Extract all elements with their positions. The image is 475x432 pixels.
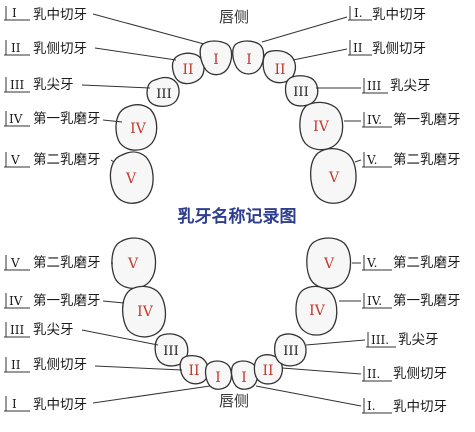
upper-tooth-iii-left-num: III: [156, 87, 171, 102]
lower-tooth-i-left-num: I: [215, 370, 221, 386]
lower-tooth-iii-right-num: III: [283, 344, 298, 359]
upper-tooth-iii-right-num: III: [293, 85, 308, 100]
ul-num-5: V: [10, 153, 20, 167]
lr-name-3: 乳尖牙: [398, 332, 439, 348]
upper-tooth-v-right: V: [309, 147, 357, 204]
lower-arch: V IV III II I I II III: [111, 237, 352, 390]
upper-tooth-ii-right: II: [262, 49, 297, 84]
ur-name-2: 乳侧切牙: [372, 41, 426, 57]
lower-tooth-iv-right-num: IV: [309, 303, 326, 319]
lower-tooth-v-left: V: [111, 237, 157, 290]
upper-tooth-v-left: V: [109, 151, 154, 204]
upper-tooth-ii-right-num: II: [274, 62, 285, 78]
lower-tooth-iv-left: IV: [121, 285, 167, 338]
upper-tooth-iii-right: III: [284, 75, 319, 107]
labels-upper-left: I 乳中切牙 II 乳侧切牙 III 乳尖牙 IV 第一乳磨牙 V 第二乳磨牙: [4, 6, 205, 168]
center-title: 乳牙名称记录图: [178, 206, 297, 227]
upper-tooth-i-right-num: I: [246, 52, 252, 68]
ll-name-1: 第二乳磨牙: [33, 254, 101, 271]
lower-tooth-i-right-num: I: [241, 370, 247, 386]
labels-lower-left: V 第二乳磨牙 IV 第一乳磨牙 III 乳尖牙 II 乳侧切牙 I 乳中切牙: [4, 254, 211, 413]
lower-tooth-ii-right: II: [253, 354, 283, 385]
lr-name-2: 第一乳磨牙: [393, 292, 461, 309]
lower-tooth-v-left-num: V: [127, 256, 139, 272]
lr-num-5: I.: [367, 399, 376, 413]
upper-tooth-ii-left: II: [171, 52, 205, 85]
lower-tooth-iv-left-num: IV: [137, 304, 154, 320]
ll-num-2: IV: [9, 294, 23, 308]
ul-name-5: 第二乳磨牙: [33, 151, 101, 168]
ur-num-2: II: [353, 41, 363, 55]
labels-lower-right: V. 第二乳磨牙 IV. 第一乳磨牙 III. 乳尖牙 II. 乳侧切牙 I. …: [255, 254, 461, 415]
ul-num-3: III: [10, 78, 24, 92]
ur-name-3: 乳尖牙: [390, 78, 431, 94]
lr-num-3: III.: [371, 333, 389, 347]
upper-tooth-iv-right-num: IV: [313, 119, 330, 135]
lr-name-5: 乳中切牙: [393, 399, 447, 415]
ur-num-1: I.: [354, 6, 363, 20]
lower-tooth-i-left: I: [204, 360, 233, 390]
lip-label-top: 唇侧: [219, 8, 249, 26]
ul-name-1: 乳中切牙: [33, 7, 87, 23]
lower-tooth-ii-right-num: II: [262, 363, 273, 379]
lr-name-1: 第二乳磨牙: [393, 254, 461, 271]
upper-tooth-i-left: I: [199, 40, 233, 76]
ul-num-2: II: [11, 41, 21, 55]
upper-tooth-iv-right: IV: [299, 101, 344, 151]
upper-tooth-v-left-num: V: [125, 171, 137, 187]
ur-num-4: IV.: [367, 113, 382, 127]
ur-num-5: V.: [366, 153, 377, 167]
ul-name-3: 乳尖牙: [33, 77, 74, 93]
upper-tooth-iv-left-num: IV: [130, 121, 147, 137]
lip-label-bottom: 唇侧: [219, 392, 249, 410]
upper-tooth-i-right: I: [232, 40, 265, 75]
upper-tooth-iv-left: IV: [115, 104, 158, 151]
ll-num-4: II: [11, 358, 21, 372]
ur-name-4: 第一乳磨牙: [393, 111, 461, 128]
upper-arch: V IV III II I I II III: [109, 40, 357, 204]
ul-name-2: 乳侧切牙: [33, 41, 87, 57]
ll-num-3: III: [10, 323, 24, 337]
lower-tooth-iii-left-num: III: [163, 344, 178, 359]
ll-name-2: 第一乳磨牙: [33, 292, 101, 309]
labels-upper-right: I. 乳中切牙 II 乳侧切牙 III 乳尖牙 IV. 第一乳磨牙 V. 第二乳…: [261, 6, 461, 168]
lower-tooth-v-right-num: V: [323, 256, 335, 272]
lr-name-4: 乳侧切牙: [393, 366, 447, 382]
ur-num-3: III: [367, 79, 381, 93]
upper-tooth-iii-left: III: [146, 76, 180, 108]
ll-name-3: 乳尖牙: [33, 322, 74, 338]
ll-num-5: I: [12, 397, 17, 411]
ur-name-1: 乳中切牙: [372, 7, 426, 23]
ur-name-5: 第二乳磨牙: [393, 151, 461, 168]
upper-tooth-ii-left-num: II: [182, 62, 193, 78]
ul-num-1: I: [12, 6, 17, 20]
lower-tooth-ii-left-num: II: [188, 363, 199, 379]
lower-tooth-ii-left: II: [179, 354, 209, 385]
lower-tooth-iv-right: IV: [295, 285, 338, 336]
ll-name-5: 乳中切牙: [33, 397, 87, 413]
lower-tooth-i-right: I: [230, 360, 259, 390]
lr-num-1: V.: [366, 256, 377, 270]
lr-num-4: II.: [367, 367, 380, 381]
ll-name-4: 乳侧切牙: [33, 357, 87, 373]
upper-tooth-i-left-num: I: [213, 52, 219, 68]
lr-num-2: IV.: [367, 294, 382, 308]
lower-tooth-v-right: V: [306, 237, 352, 290]
lower-tooth-iii-right: III: [273, 333, 307, 367]
ll-num-1: V: [10, 256, 20, 270]
ul-name-4: 第一乳磨牙: [33, 110, 101, 127]
ul-num-4: IV: [9, 112, 23, 126]
upper-tooth-v-right-num: V: [328, 170, 340, 186]
